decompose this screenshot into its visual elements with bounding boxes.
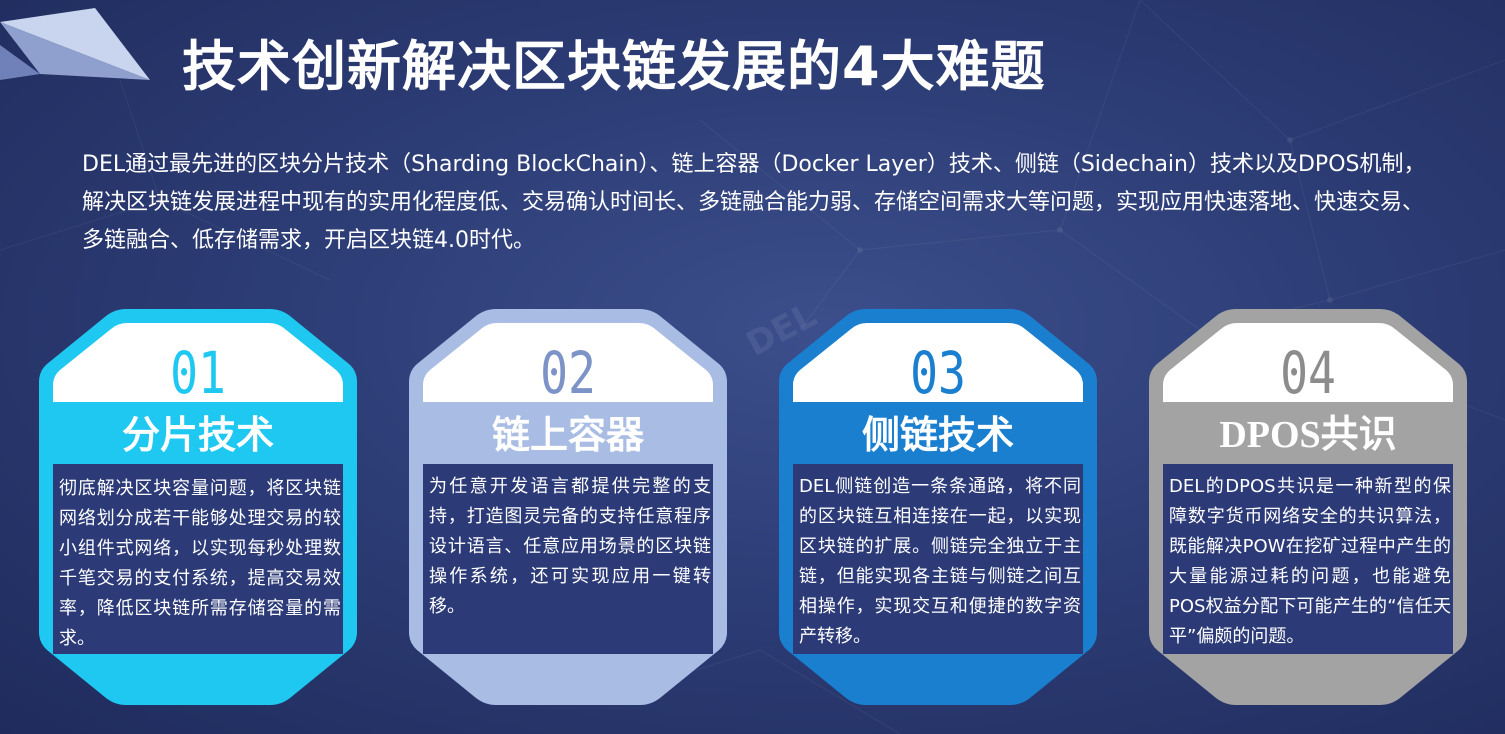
card-description: 为任意开发语言都提供完整的支持，打造图灵完备的支持任意程序设计语言、任意应用场景… <box>429 476 711 617</box>
card-title: DPOS共识 <box>1219 414 1397 456</box>
card-number: 03 <box>910 339 966 407</box>
card-number: 01 <box>170 339 226 407</box>
feature-card-docker: 02 链上容器 为任意开发语言都提供完整的支持，打造图灵完备的支持任意程序设计语… <box>403 302 733 712</box>
card-title: 分片技术 <box>121 413 274 457</box>
card-title: 侧链技术 <box>861 413 1014 457</box>
intro-paragraph: DEL通过最先进的区块分片技术（Sharding BlockChain）、链上容… <box>82 152 1426 253</box>
page-title: 技术创新解决区块链发展的4大难题 <box>182 35 1046 98</box>
hexagon-frame <box>39 309 357 705</box>
card-title: 链上容器 <box>491 413 644 457</box>
hexagon-frame <box>779 309 1097 705</box>
card-description: DEL的DPOS共识是一种新型的保障数字货币网络安全的共识算法，既能解决POW在… <box>1169 476 1451 647</box>
hexagon-frame <box>1149 309 1467 705</box>
hexagon-frame <box>409 309 727 705</box>
feature-card-sharding: 01 分片技术 彻底解决区块容量问题，将区块链网络划分成若干能够处理交易的较小组… <box>33 302 363 712</box>
feature-card-sidechain: 03 侧链技术 DEL侧链创造一条条通路，将不同的区块链互相连接在一起，以实现区… <box>773 302 1103 712</box>
card-number: 02 <box>540 339 596 407</box>
card-number: 04 <box>1280 339 1336 407</box>
paper-plane-decoration <box>0 8 150 80</box>
feature-card-dpos: 04 DPOS共识 DEL的DPOS共识是一种新型的保障数字货币网络安全的共识算… <box>1143 302 1473 712</box>
card-description: DEL侧链创造一条条通路，将不同的区块链互相连接在一起，以实现区块链的扩展。侧链… <box>799 476 1081 647</box>
card-description: 彻底解决区块容量问题，将区块链网络划分成若干能够处理交易的较小组件式网络，以实现… <box>59 478 341 649</box>
